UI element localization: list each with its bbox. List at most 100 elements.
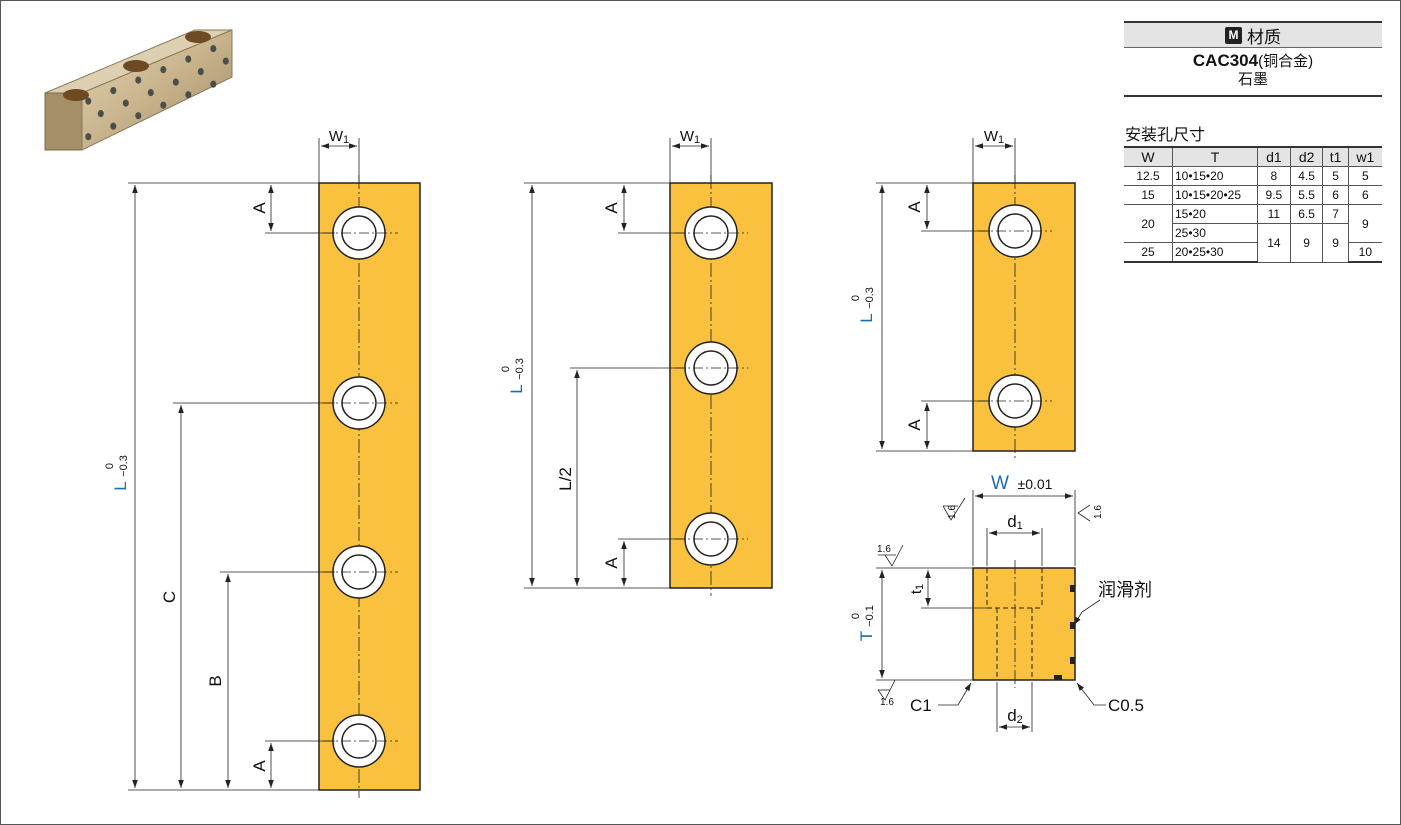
material-graphite: 石墨: [1237, 71, 1268, 88]
cell-d1: 8: [1257, 166, 1291, 186]
dim-w1: W1: [984, 128, 1004, 146]
cell-d2: 5.5: [1289, 185, 1324, 205]
graphite-dot: [160, 101, 167, 109]
col-header: d1: [1257, 146, 1291, 167]
cell-t1: 7: [1322, 204, 1349, 224]
dim-a: A: [602, 557, 621, 569]
label-lubricant: 润滑剂: [1098, 580, 1152, 600]
label-c1: C1: [910, 696, 932, 715]
graphite-dot: [97, 110, 104, 118]
svg-text:L: L: [507, 384, 526, 393]
dim-a: A: [905, 201, 924, 213]
dim-a: A: [905, 419, 924, 431]
graphite-plug: [1054, 675, 1062, 680]
dim-l-half: L/2: [556, 467, 575, 491]
material-grade-note: (铜合金): [1258, 53, 1314, 70]
svg-text:L: L: [857, 313, 876, 322]
roughness-label: 1.6: [880, 697, 894, 708]
table-header-row: W T d1 d2 t1 w1: [1124, 146, 1382, 167]
material-header-label: 材质: [1247, 27, 1281, 47]
svg-text:−0.3: −0.3: [514, 358, 526, 380]
dim-b: B: [206, 675, 225, 686]
material-body: CAC304(铜合金) 石墨: [1124, 48, 1382, 95]
roughness-label: 1.6: [877, 544, 891, 555]
graphite-dot: [197, 68, 204, 76]
roughness-label: 1.6: [1093, 505, 1104, 519]
col-header: w1: [1347, 146, 1382, 167]
photo-hole: [123, 60, 149, 72]
graphite-dot: [210, 45, 217, 53]
photo-hole: [185, 31, 211, 43]
graphite-dot: [135, 76, 142, 84]
svg-text:0: 0: [104, 463, 116, 469]
dim-l-tolerance: L 0 −0.3: [104, 455, 130, 491]
dim-w1: W1: [329, 128, 349, 146]
dim-w-tolerance: W ±0.01: [991, 473, 1053, 494]
dim-a: A: [250, 760, 269, 772]
cell-w: 25: [1124, 242, 1173, 263]
cell-d2: 9: [1289, 223, 1324, 263]
table-row: 25 20•25•30 10: [1124, 242, 1382, 263]
graphite-dot: [110, 122, 117, 130]
material-badge: M: [1225, 26, 1242, 44]
dim-a: A: [250, 202, 269, 214]
cell-w1: 5: [1347, 166, 1382, 186]
size-table: W T d1 d2 t1 w1 12.5 10•15•20 8 4.5 5 5 …: [1124, 146, 1382, 263]
table-row: 25•30 14 9 9: [1124, 223, 1382, 263]
view-four-holes: W1 A A C B L 0 −0.3: [104, 128, 421, 798]
col-header: d2: [1289, 146, 1324, 167]
svg-text:W: W: [991, 473, 1009, 494]
material-box: M 材质 CAC304(铜合金) 石墨: [1124, 21, 1382, 97]
graphite-dot: [185, 91, 192, 99]
dim-c: C: [160, 591, 179, 603]
svg-text:±0.01: ±0.01: [1018, 476, 1053, 492]
graphite-plug: [1070, 585, 1075, 592]
cell-t1: 5: [1322, 166, 1349, 186]
photo-front-face: [44, 92, 83, 151]
cell-w: 20: [1124, 204, 1173, 243]
col-header: T: [1172, 146, 1258, 167]
svg-text:−0.3: −0.3: [864, 287, 876, 309]
material-grade: CAC304: [1192, 51, 1259, 70]
cell-w: 15: [1124, 185, 1173, 205]
cell-w1: 10: [1347, 242, 1382, 263]
photo-side-face: [81, 29, 233, 151]
dim-t-tolerance: T 0 −0.1: [850, 605, 876, 641]
svg-text:−0.3: −0.3: [118, 455, 130, 477]
svg-text:0: 0: [850, 295, 862, 301]
dim-d1: d1: [1007, 512, 1023, 532]
view-three-holes: W1 A A L/2 L 0 −0.3: [500, 128, 773, 596]
cell-t1: 6: [1322, 185, 1349, 205]
dim-a: A: [602, 202, 621, 214]
graphite-plug: [1070, 622, 1075, 629]
product-photo: [44, 29, 233, 151]
cell-w: 12.5: [1124, 166, 1173, 186]
cell-t: 10•15•20: [1172, 166, 1258, 186]
svg-text:0: 0: [500, 366, 512, 372]
col-header: W: [1124, 146, 1173, 167]
cell-d1: 9.5: [1257, 185, 1291, 205]
svg-text:T: T: [857, 631, 876, 641]
table-row: 20 15•20 11 6.5 7 9: [1124, 204, 1382, 243]
graphite-dot: [122, 99, 129, 107]
cell-d2: 6.5: [1289, 204, 1324, 224]
svg-text:−0.1: −0.1: [864, 605, 876, 627]
cell-d1: 11: [1257, 204, 1291, 224]
cross-section-view: W ±0.01 d1 d2 t1 T 0 −0.1 润滑剂 C1 C0.5 1.…: [850, 473, 1152, 732]
cell-t: 15•20: [1172, 204, 1258, 224]
svg-text:0: 0: [850, 613, 862, 619]
graphite-plug: [1070, 657, 1075, 664]
table-row: 12.5 10•15•20 8 4.5 5 5: [1124, 166, 1382, 186]
graphite-dot: [135, 112, 142, 120]
dim-l-tolerance: L 0 −0.3: [850, 287, 876, 323]
graphite-dot: [147, 89, 154, 97]
dim-w1: W1: [680, 128, 700, 146]
graphite-dot: [160, 66, 167, 74]
graphite-dot: [172, 78, 179, 86]
dim-t1: t1: [908, 584, 926, 594]
label-c05: C0.5: [1108, 696, 1144, 715]
graphite-dot: [110, 87, 117, 95]
svg-text:L: L: [111, 481, 130, 490]
dim-d2: d2: [1007, 706, 1023, 726]
